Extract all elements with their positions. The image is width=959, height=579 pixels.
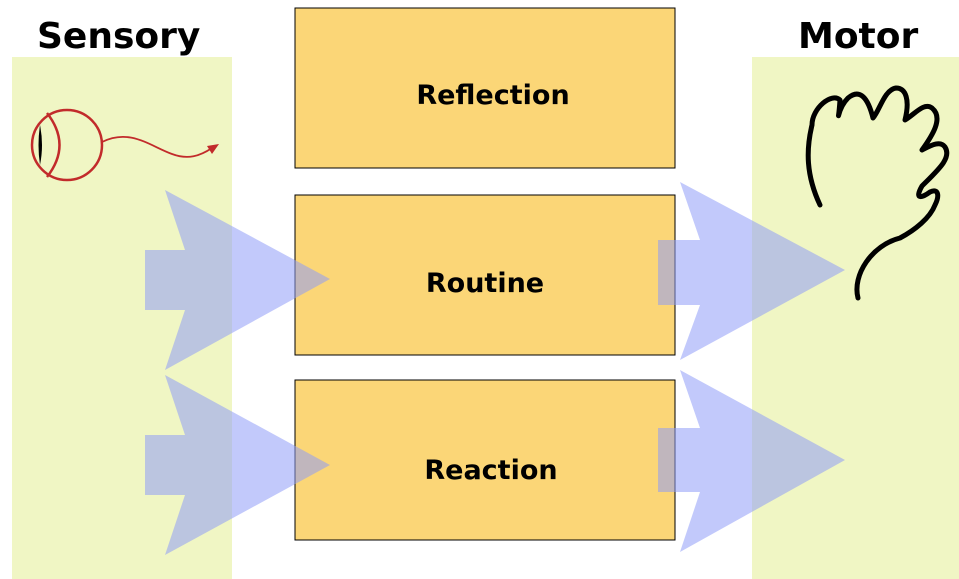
reflection-box: Reflection [294, 7, 676, 169]
routine-box: Routine [294, 194, 676, 356]
reflection-label: Reflection [416, 80, 569, 111]
hand-icon [805, 85, 950, 301]
eye-icon [30, 108, 219, 182]
routine-input-arrow [145, 190, 330, 370]
reaction-box: Reaction [294, 379, 676, 541]
reaction-label: Reaction [424, 455, 557, 486]
routine-label: Routine [426, 268, 544, 299]
motor-panel [752, 57, 959, 579]
motor-title: Motor [798, 16, 918, 57]
routine-output-arrow [658, 182, 845, 360]
reaction-output-arrow [658, 370, 845, 552]
sensory-title: Sensory [37, 16, 200, 57]
reaction-input-arrow [145, 375, 330, 555]
